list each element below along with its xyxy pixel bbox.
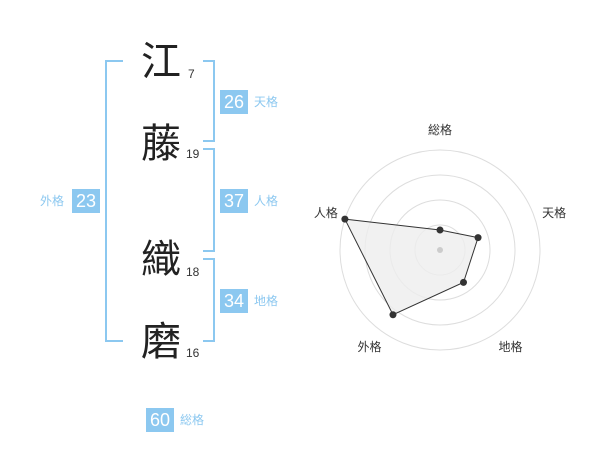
radar-label-2: 地格 [499, 339, 523, 354]
stroke-count-2: 19 [186, 147, 200, 161]
radar-label-0: 総格 [428, 122, 452, 137]
radar-center [437, 247, 443, 253]
chi-kaku-badge: 34 [220, 289, 248, 313]
sou-kaku-label: 総格 [180, 413, 205, 427]
radar-ring-4 [339, 149, 541, 351]
name-char-2: 藤 [141, 121, 181, 167]
name-char-3: 織 [141, 237, 181, 283]
radar-label-1: 天格 [542, 205, 566, 220]
ten-kaku-bracket [203, 60, 215, 142]
radar-label-4: 人格 [314, 205, 338, 220]
ten-kaku-label: 天格 [254, 95, 279, 109]
radar-point-1 [474, 234, 482, 242]
radar-point-0 [436, 226, 444, 234]
radar-label-3: 外格 [357, 339, 381, 354]
jin-kaku-bracket [203, 148, 215, 252]
radar-point-3 [389, 311, 397, 319]
stroke-count-1: 7 [188, 67, 195, 81]
name-char-4: 磨 [141, 319, 181, 365]
stroke-count-4: 16 [186, 346, 200, 360]
gai-kaku-badge: 23 [72, 189, 100, 213]
sou-kaku-badge: 60 [146, 408, 174, 432]
name-char-1: 江 [141, 39, 181, 85]
jin-kaku-label: 人格 [254, 194, 279, 208]
chi-kaku-label: 地格 [254, 294, 279, 308]
gai-kaku-label: 外格 [40, 194, 65, 208]
radar-point-4 [341, 215, 349, 223]
chi-kaku-bracket [203, 258, 215, 342]
stroke-count-3: 18 [186, 265, 200, 279]
radar-polygon [344, 218, 479, 316]
ten-kaku-badge: 26 [220, 90, 248, 114]
outer-bracket [105, 60, 123, 342]
jin-kaku-badge: 37 [220, 189, 248, 213]
radar-point-2 [460, 278, 468, 286]
